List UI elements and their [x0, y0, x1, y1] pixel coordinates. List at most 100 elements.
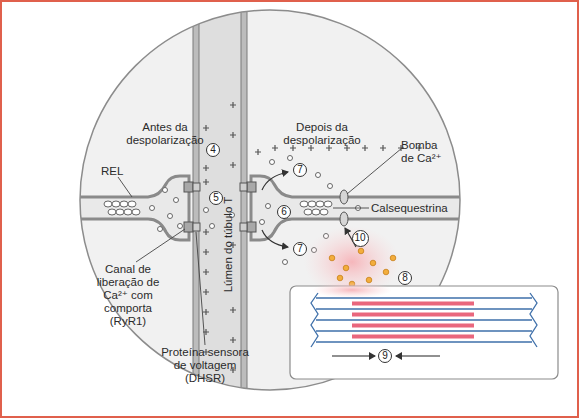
- magnified-view: [108, 209, 116, 215]
- thick-filament: [352, 302, 474, 306]
- leader-line: [118, 177, 132, 197]
- callout-number: 10: [352, 230, 369, 247]
- magnified-view: [324, 201, 332, 207]
- magnified-view: [150, 206, 155, 211]
- magnified-view: [308, 201, 316, 207]
- contraction-arrow: [332, 355, 375, 356]
- magnified-view: [266, 204, 271, 209]
- calcium-glow: [312, 282, 392, 298]
- thick-filament: [352, 335, 474, 339]
- lumen-label: Lúmen do túbulo T: [222, 183, 235, 307]
- callout-text: 4: [210, 145, 216, 155]
- callout-text: 7: [297, 165, 303, 175]
- flow-arrow: [262, 172, 356, 247]
- magnified-view: [270, 160, 275, 165]
- callout-text: 5: [213, 193, 219, 203]
- calcium-glow: [304, 226, 400, 298]
- magnified-view: [247, 222, 256, 232]
- callout-number: 4: [206, 143, 220, 157]
- ryr1-channel: [184, 182, 256, 232]
- magnified-view: [340, 190, 348, 204]
- magnified-view: [124, 209, 132, 215]
- magnified-view: [158, 227, 163, 232]
- calcium-ion-released: [358, 248, 364, 254]
- magnified-view: [168, 214, 173, 219]
- callout-number: 8: [398, 271, 412, 285]
- magnified-view: [116, 209, 124, 215]
- magnified-view: [316, 173, 321, 178]
- contraction-arrow: [396, 355, 440, 356]
- callout-number: 6: [277, 205, 291, 219]
- magnified-view: [163, 188, 168, 193]
- callout-text: 10: [354, 233, 365, 243]
- magnified-view: [283, 260, 288, 265]
- magnified-view: [260, 220, 265, 225]
- magnified-view: [288, 156, 293, 161]
- magnified-view: [300, 201, 308, 207]
- callout-text: 9: [382, 351, 388, 361]
- calcium-ion-released: [337, 275, 343, 281]
- thin-filament: [311, 293, 537, 347]
- magnified-view: [304, 209, 312, 215]
- magnified-view: [104, 201, 112, 207]
- magnified-view: [240, 183, 247, 191]
- magnified-view: [320, 209, 328, 215]
- magnified-view: [262, 230, 288, 247]
- calcium-ion-released: [329, 255, 335, 261]
- calcium-ion-released: [383, 269, 389, 275]
- state-heading: Antes da despolarização: [120, 121, 210, 147]
- magnified-view: [132, 209, 140, 215]
- callout-number: 9: [378, 349, 392, 363]
- sarcoplasmic-reticulum: [60, 176, 189, 240]
- calcium-ion-released: [370, 260, 376, 266]
- magnified-view: [262, 172, 288, 190]
- magnified-view: [193, 183, 200, 191]
- thin-filament: [530, 293, 537, 347]
- part-label: Canal de liberação de Ca²⁺ com comporta …: [92, 263, 164, 328]
- calcium-ion-released: [329, 248, 396, 287]
- thick-filament: [352, 324, 474, 328]
- magnified-view: [240, 223, 247, 231]
- magnified-view: [204, 208, 209, 213]
- part-label: REL: [101, 165, 141, 178]
- calcium-ion-released: [343, 265, 349, 271]
- state-heading: Depois da despolarização: [277, 121, 367, 147]
- magnified-view: [193, 223, 200, 231]
- callout-number: 7: [293, 242, 307, 256]
- magnified-view: [210, 224, 215, 229]
- callout-number: 5: [209, 191, 223, 205]
- magnified-view: [340, 212, 348, 226]
- callout-text: 7: [297, 244, 303, 254]
- thick-filament: [352, 313, 474, 317]
- magnified-view: [178, 224, 183, 229]
- part-label: Calsequestrina: [371, 202, 471, 215]
- magnified-view: [203, 125, 209, 355]
- magnified-view: [312, 209, 320, 215]
- magnified-view: [184, 182, 193, 192]
- magnified-view: [174, 198, 179, 203]
- callout-text: 6: [281, 207, 287, 217]
- thin-filament: [311, 293, 318, 347]
- calcium-ion-released: [366, 277, 372, 283]
- magnified-view: [128, 201, 136, 207]
- leader-line: [196, 232, 205, 345]
- calcium-ion-released: [390, 255, 396, 261]
- sarcomere-inset: [290, 286, 558, 379]
- thin-filament: [316, 298, 532, 342]
- dhsr-sensor: [193, 183, 247, 231]
- leader-line: [118, 148, 402, 345]
- magnified-view: [255, 145, 422, 155]
- magnified-view: [247, 182, 256, 192]
- part-label: Bomba de Ca²⁺: [401, 139, 449, 165]
- leader-line: [333, 208, 369, 209]
- magnified-view: [120, 201, 128, 207]
- magnified-view: [328, 184, 333, 189]
- callout-number: 7: [293, 163, 307, 177]
- magnified-view: [112, 201, 120, 207]
- part-label: Proteína sensora de voltagem (DHSR): [157, 346, 253, 385]
- magnified-view: [316, 201, 324, 207]
- magnified-view: [184, 222, 193, 232]
- leader-line: [136, 229, 185, 262]
